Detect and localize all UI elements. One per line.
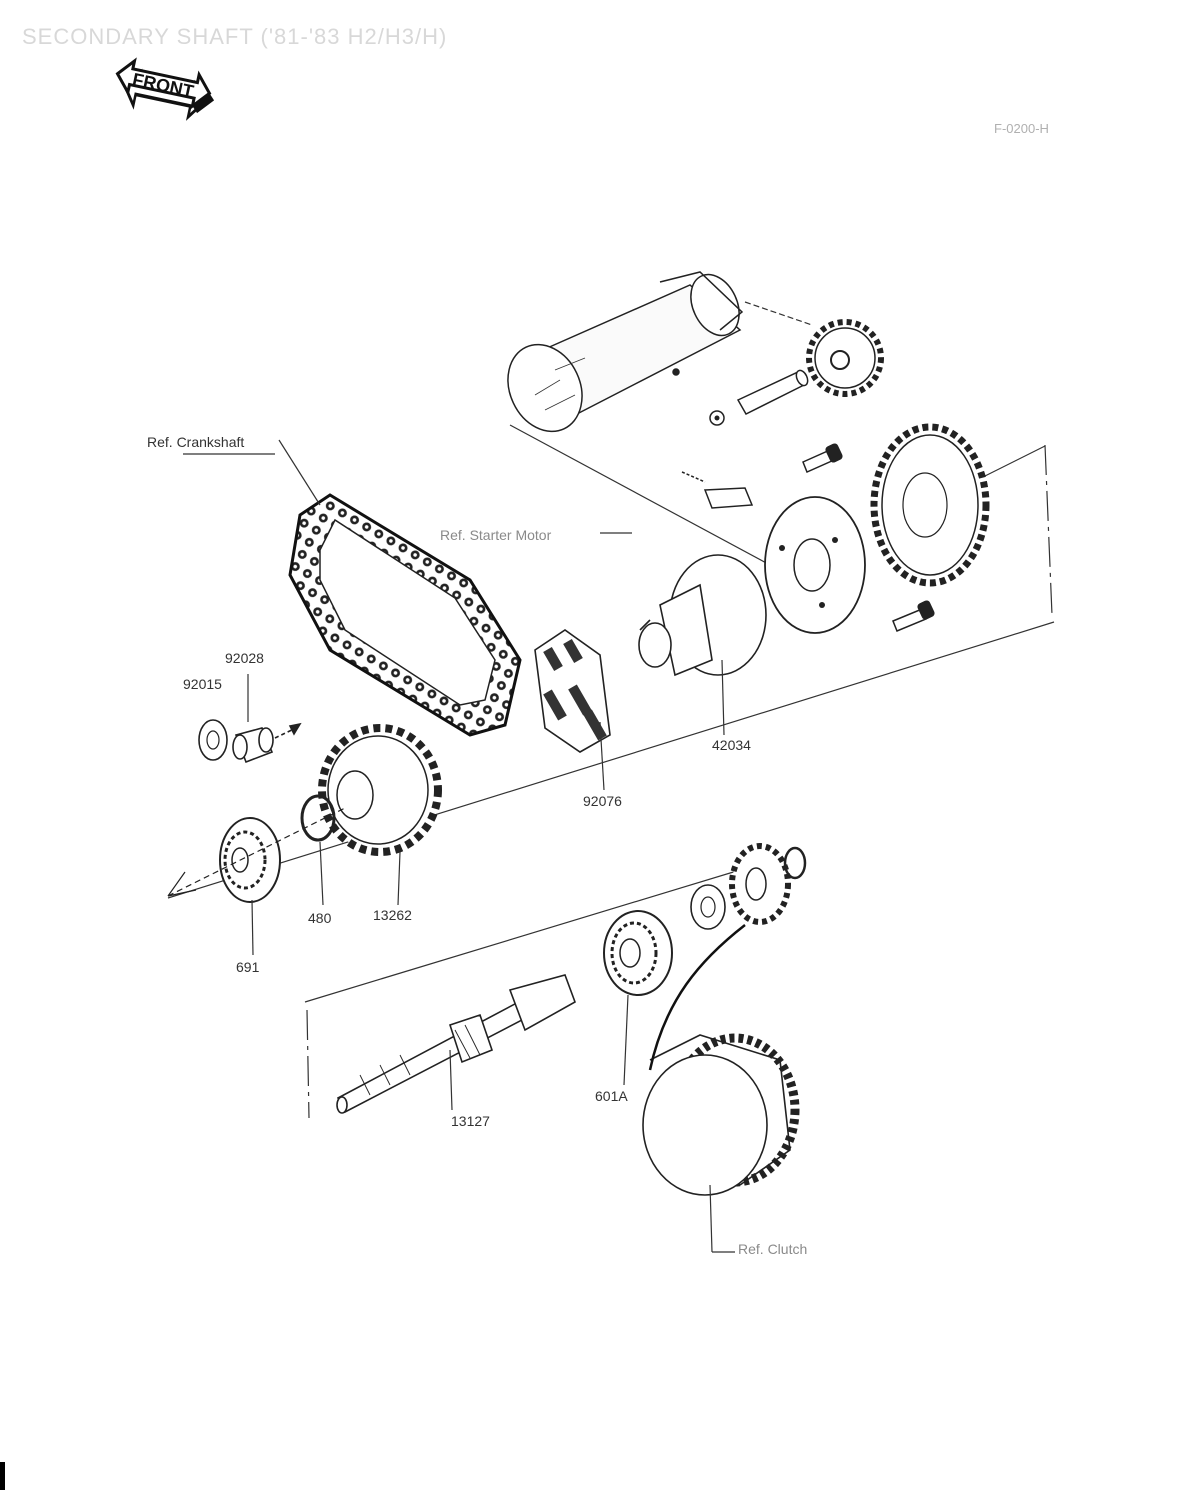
- secondary-shaft-gear: [729, 843, 791, 925]
- part-92028-collar: [232, 722, 302, 764]
- label-601A: 601A: [595, 1088, 628, 1104]
- label-42034: 42034: [712, 737, 751, 753]
- label-13262: 13262: [373, 907, 412, 923]
- dowel-pin: [681, 471, 754, 509]
- label-691: 691: [236, 959, 260, 975]
- clutch-housing: [642, 1033, 800, 1196]
- scan-edge-mark: [0, 1462, 5, 1490]
- part-92015-nut: [198, 719, 228, 761]
- starter-clutch-sprocket: [870, 423, 990, 587]
- clutch-link-line: [648, 924, 746, 1071]
- part-13127-secondary-shaft: [336, 974, 576, 1114]
- assembly-axis: [167, 807, 346, 897]
- part-13262-sprocket: [318, 724, 442, 856]
- label-92028: 92028: [225, 650, 264, 666]
- starter-motor: [507, 271, 744, 433]
- starter-clutch-plate: [764, 496, 866, 634]
- part-92076-damper: [534, 629, 611, 753]
- bolt-lower: [892, 600, 935, 632]
- part-601A-bearing: [603, 910, 673, 996]
- starter-idle-gear: [806, 319, 884, 397]
- page-title: SECONDARY SHAFT ('81-'83 H2/H3/H): [22, 24, 448, 49]
- label-92015: 92015: [183, 676, 222, 692]
- figure-code: F-0200-H: [994, 121, 1049, 136]
- label-92076: 92076: [583, 793, 622, 809]
- label-480: 480: [308, 910, 332, 926]
- gear-circlip: [783, 846, 807, 880]
- part-480-circlip: [300, 794, 336, 842]
- label-ref-crankshaft: Ref. Crankshaft: [147, 434, 245, 450]
- part-691-bearing: [219, 817, 281, 903]
- bolt-upper: [802, 443, 843, 474]
- group-boundary-lines: [167, 301, 1055, 1119]
- idle-gear-shaft: [736, 369, 809, 415]
- small-washer: [709, 410, 725, 426]
- label-13127: 13127: [451, 1113, 490, 1129]
- label-ref-clutch: Ref. Clutch: [738, 1241, 808, 1257]
- leader-lines: [183, 439, 735, 1253]
- part-42034-hub: [638, 554, 767, 677]
- primary-chain: [288, 493, 522, 737]
- label-ref-starter-motor: Ref. Starter Motor: [440, 527, 552, 543]
- shaft-spacer: [690, 884, 726, 930]
- front-arrow-icon: FRONT: [115, 57, 215, 121]
